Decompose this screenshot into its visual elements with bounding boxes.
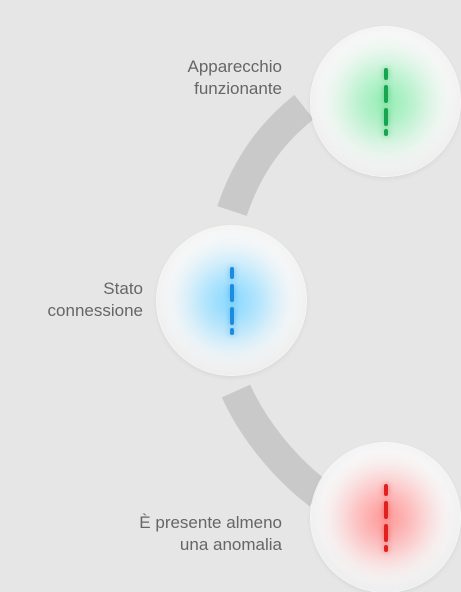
status-connection-indicator	[157, 226, 306, 375]
cyan-led-segment	[229, 327, 234, 335]
red-led-segment	[383, 500, 388, 519]
status-anomaly-label: È presente almeno una anomalia	[0, 512, 282, 556]
status-connection-label: Stato connessione	[0, 278, 143, 322]
red-led-segment	[383, 544, 388, 552]
status-connection-label-line-2: connessione	[47, 301, 143, 320]
green-led-segment	[383, 107, 388, 126]
cyan-led-icon	[229, 266, 234, 335]
status-working-label-line-2: funzionante	[194, 79, 282, 98]
status-anomaly-label-line-2: una anomalia	[179, 535, 282, 554]
green-led-icon	[383, 67, 388, 136]
status-anomaly-label-line-1: È presente almeno	[139, 513, 282, 532]
red-led-segment	[383, 483, 388, 496]
upper-connector-segment	[217, 94, 314, 217]
lower-connector-segment	[221, 384, 329, 507]
status-working-label-line-1: Apparecchio	[187, 57, 282, 76]
cyan-led-segment	[229, 306, 234, 325]
status-connection-label-line-1: Stato	[103, 279, 143, 298]
status-working-label: Apparecchio funzionante	[0, 56, 282, 100]
cyan-led-segment	[229, 266, 234, 279]
cyan-led-segment	[229, 283, 234, 302]
green-led-segment	[383, 67, 388, 80]
red-led-icon	[383, 483, 388, 552]
red-led-segment	[383, 523, 388, 542]
status-working-indicator	[311, 27, 460, 176]
green-led-segment	[383, 128, 388, 136]
green-led-segment	[383, 84, 388, 103]
status-anomaly-indicator	[311, 443, 460, 592]
